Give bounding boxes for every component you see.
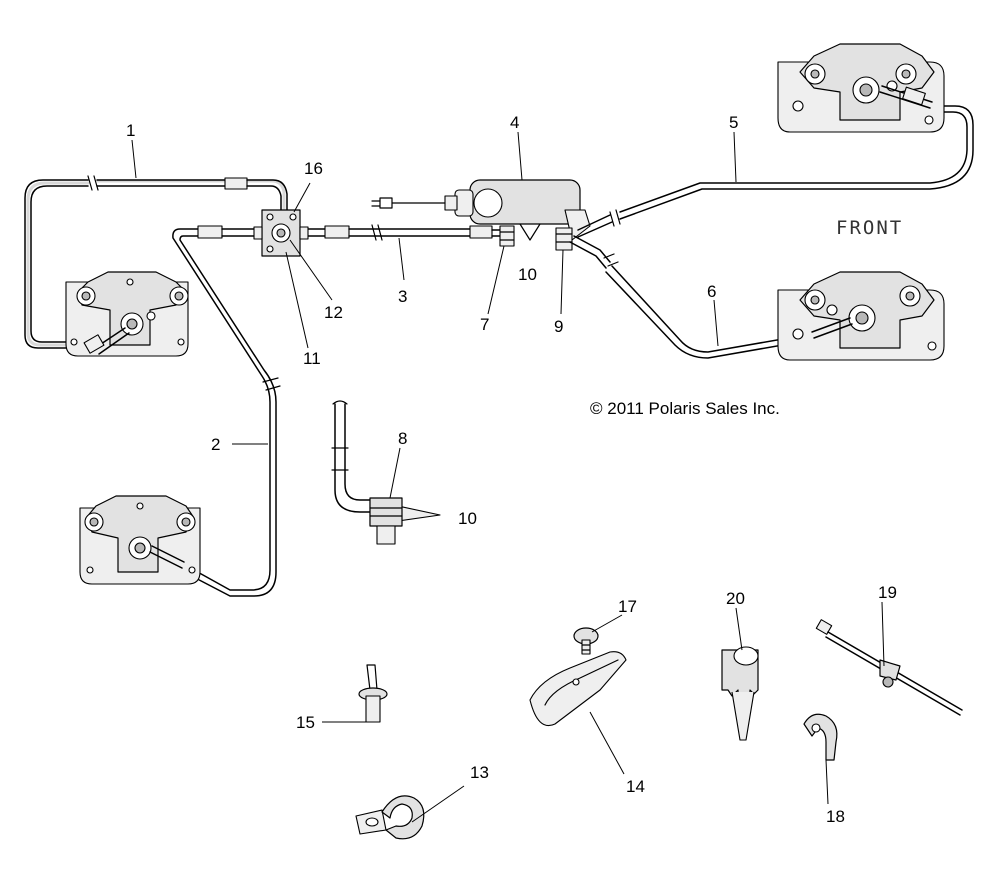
clip-20 — [721, 646, 759, 741]
clamp-18 — [803, 713, 838, 761]
master-cylinder — [371, 179, 591, 251]
callout-19: 19 — [878, 583, 897, 602]
callout-14: 14 — [626, 777, 645, 796]
callout-10-upper: 10 — [518, 265, 537, 284]
callout-1: 1 — [126, 121, 135, 140]
brake-line-5 — [577, 105, 974, 238]
callout-3: 3 — [398, 287, 407, 306]
clamp-13 — [355, 795, 425, 840]
leader-lines — [131, 131, 885, 823]
brake-line-2 — [172, 225, 281, 597]
callout-16: 16 — [304, 159, 323, 178]
callout-5: 5 — [729, 113, 738, 132]
caliper-rear-upper — [65, 271, 189, 357]
callout-8: 8 — [398, 429, 407, 448]
callout-18: 18 — [826, 807, 845, 826]
fitting-detail — [331, 400, 441, 545]
copyright-text: © 2011 Polaris Sales Inc. — [590, 399, 780, 418]
caliper-rear-lower — [79, 495, 201, 585]
brake-junction-block — [253, 209, 309, 257]
front-label: FRONT — [836, 217, 903, 239]
callout-9: 9 — [554, 317, 563, 336]
caliper-front-lower — [777, 271, 945, 361]
rivet-15 — [358, 664, 388, 723]
callout-6: 6 — [707, 282, 716, 301]
callout-15: 15 — [296, 713, 315, 732]
callout-2: 2 — [211, 435, 220, 454]
cable-tie-19 — [815, 619, 963, 716]
brake-line-1 — [24, 175, 288, 349]
callout-20: 20 — [726, 589, 745, 608]
callout-11: 11 — [303, 349, 321, 368]
callout-12: 12 — [324, 303, 343, 322]
callout-17: 17 — [618, 597, 637, 616]
callout-13: 13 — [470, 763, 489, 782]
callout-7: 7 — [480, 315, 489, 334]
caliper-front-upper — [777, 43, 945, 133]
callout-4: 4 — [510, 113, 519, 132]
callout-10-lower: 10 — [458, 509, 477, 528]
clip-14 — [529, 651, 627, 727]
screw-17 — [573, 627, 599, 655]
